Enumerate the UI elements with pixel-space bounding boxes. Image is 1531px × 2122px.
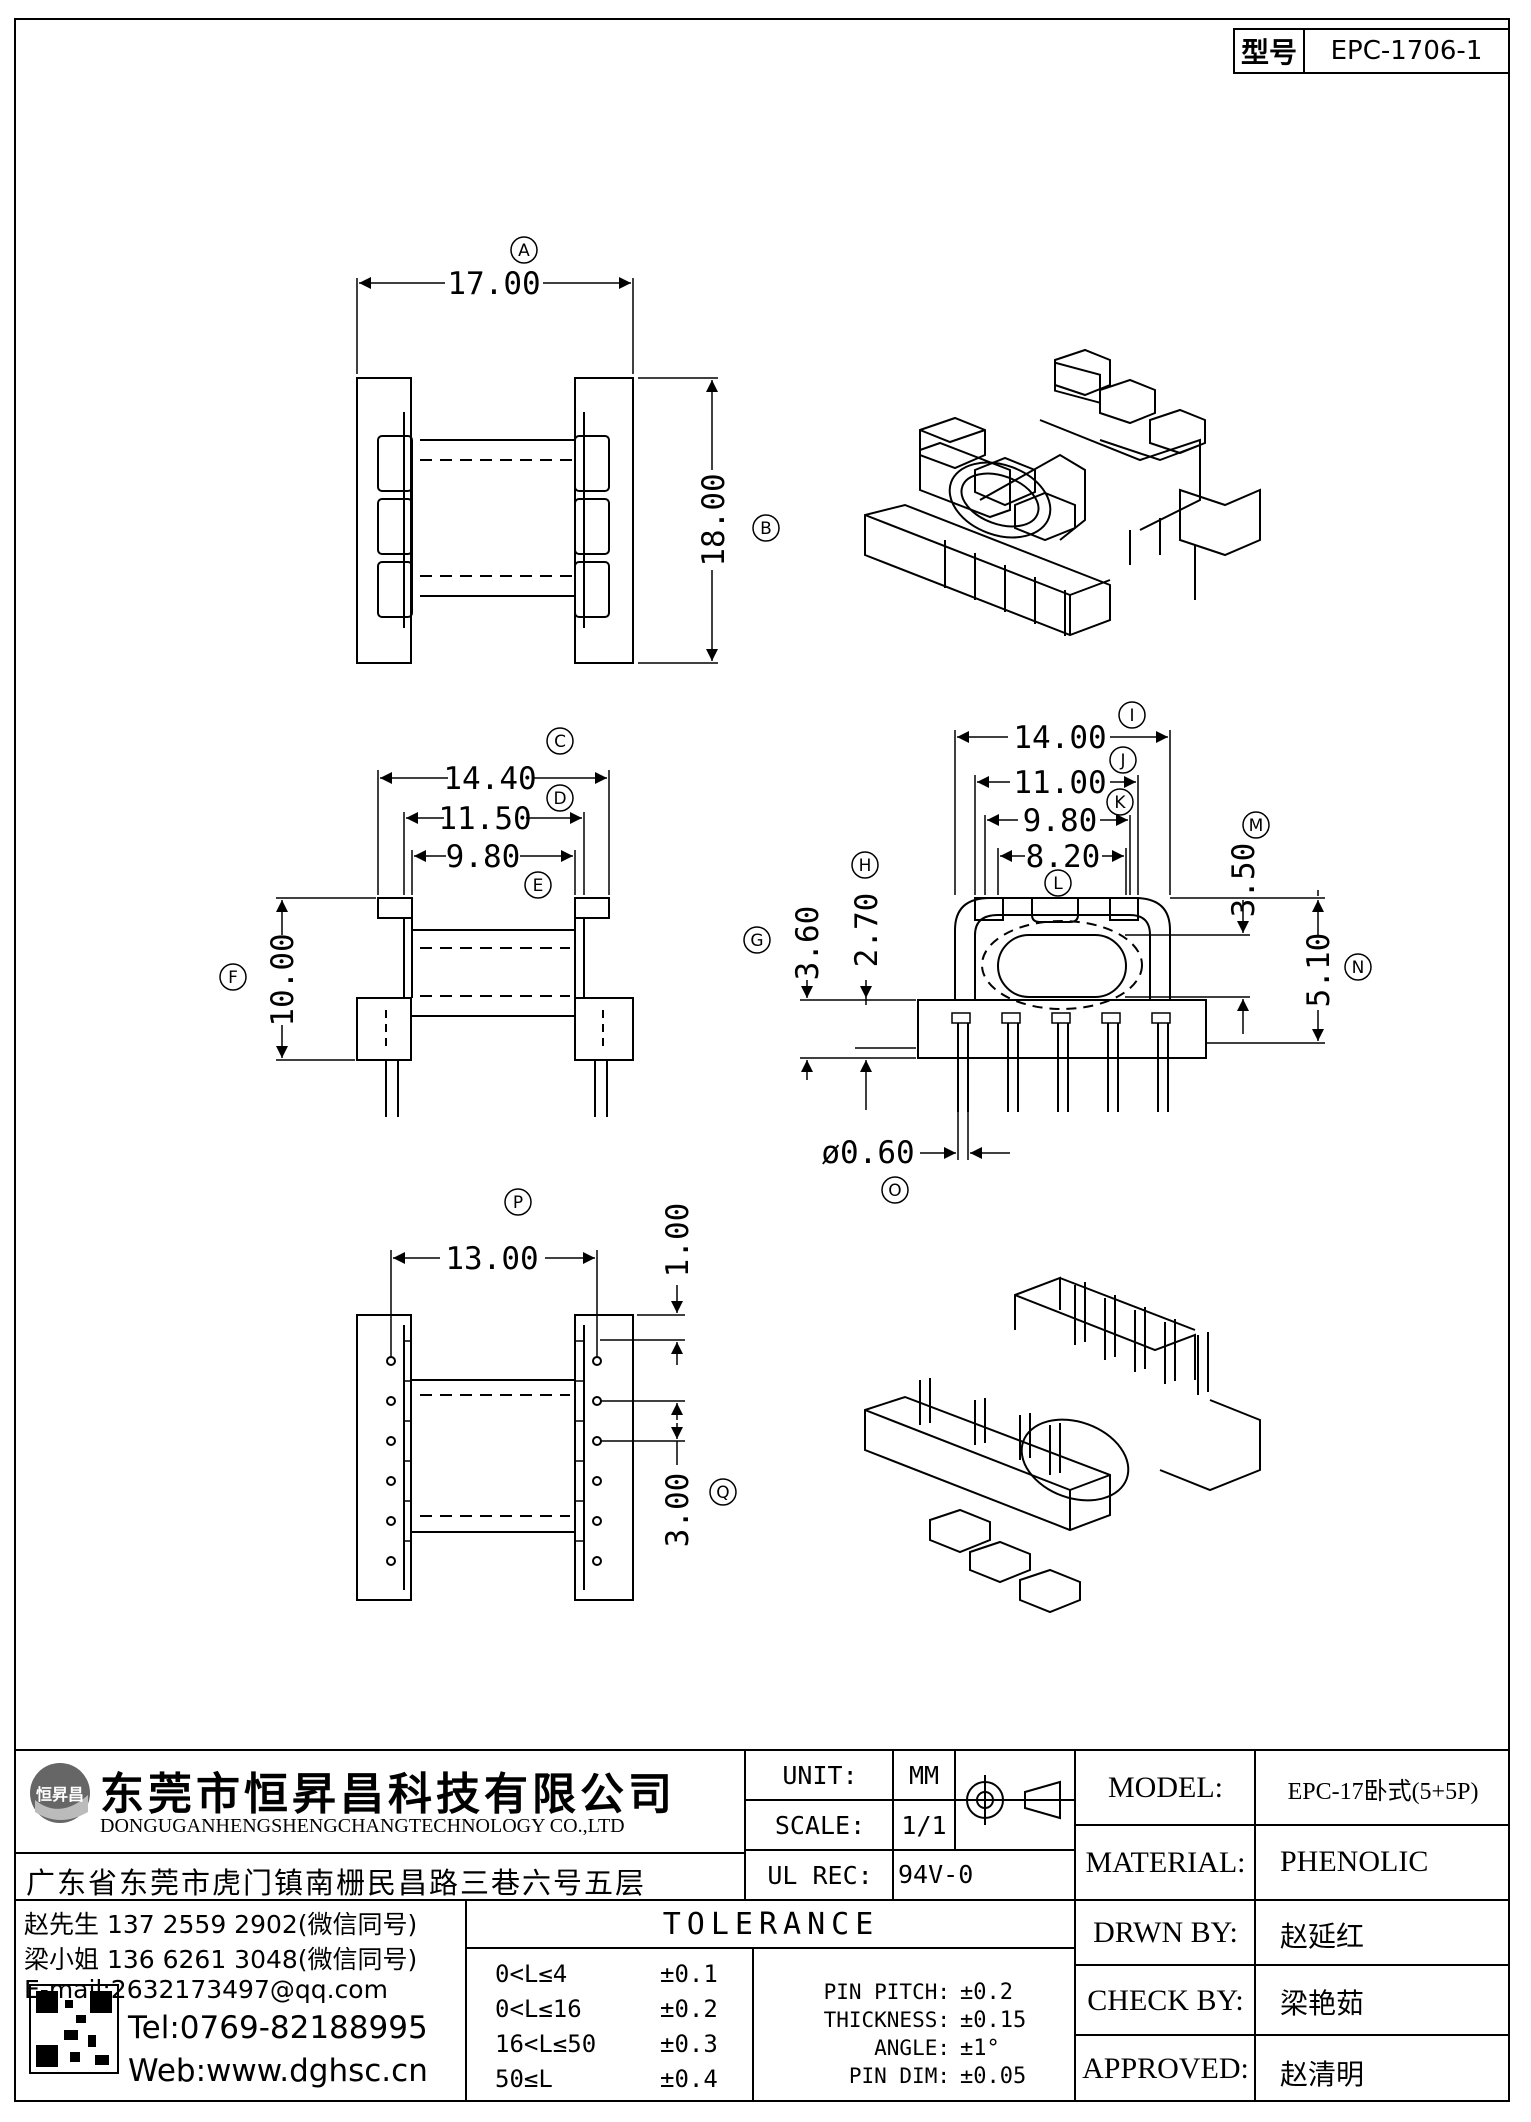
dim-h: 2.70 bbox=[849, 893, 885, 968]
dim-p: 13.00 bbox=[445, 1241, 538, 1277]
tol-value-2: ±0.2 bbox=[660, 1995, 718, 2023]
title-block-grid bbox=[14, 1749, 1510, 2102]
material-label: MATERIAL: bbox=[1085, 1846, 1246, 1879]
dim-l: 8.20 bbox=[1026, 839, 1101, 875]
spec-tol-4: ±0.05 bbox=[960, 2064, 1027, 2089]
dim-j: 11.00 bbox=[1013, 765, 1106, 801]
balloon-e: E bbox=[533, 876, 544, 896]
balloon-b: B bbox=[760, 519, 772, 539]
company-address: 广东省东莞市虎门镇南栅民昌路三巷六号五层 bbox=[26, 1866, 647, 1900]
dim-r: 1.00 bbox=[660, 1203, 696, 1278]
dim-c: 14.40 bbox=[443, 761, 536, 797]
balloon-q: Q bbox=[716, 1483, 729, 1503]
balloon-i: I bbox=[1129, 706, 1134, 726]
drawing-frame bbox=[14, 18, 1510, 2102]
dim-f: 10.00 bbox=[265, 933, 301, 1026]
website: Web:www.dghsc.cn bbox=[128, 2053, 428, 2089]
tol-range-2: 0<L≤16 bbox=[495, 1995, 582, 2023]
company-logo bbox=[30, 1763, 90, 1823]
spec-tol-2: ±0.15 bbox=[960, 2008, 1027, 2033]
logo-text: 恒昇昌 bbox=[35, 1787, 84, 1804]
bottom-view bbox=[356, 1250, 685, 1601]
spec-tol-3: ±1° bbox=[960, 2036, 1000, 2061]
balloon-g: G bbox=[750, 931, 763, 951]
tol-value-1: ±0.1 bbox=[660, 1960, 718, 1988]
drawn-by-value: 赵延红 bbox=[1280, 1920, 1365, 1953]
spec-name-3: ANGLE: bbox=[874, 2036, 950, 2060]
tol-range-3: 16<L≤50 bbox=[495, 2030, 597, 2058]
model-label: MODEL: bbox=[1108, 1771, 1223, 1804]
front-view bbox=[276, 770, 634, 1117]
tol-value-3: ±0.3 bbox=[660, 2030, 718, 2058]
model-no-label: 型号 bbox=[1233, 28, 1305, 74]
dim-n: 5.10 bbox=[1301, 933, 1337, 1008]
balloon-f: F bbox=[228, 968, 238, 988]
dim-e: 9.80 bbox=[446, 839, 521, 875]
dim-i: 14.00 bbox=[1013, 720, 1106, 756]
email: E-mail:2632173497@qq.com bbox=[24, 1975, 388, 2004]
balloons bbox=[219, 236, 1372, 1506]
dimension-labels: 17.00 18.00 14.40 11.50 9.80 10.00 3.60 … bbox=[265, 266, 1337, 1547]
balloon-h: H bbox=[859, 856, 872, 876]
balloon-o: O bbox=[888, 1181, 901, 1201]
scale-value: 1/1 bbox=[901, 1811, 947, 1840]
side-view bbox=[800, 730, 1325, 1160]
balloon-l: L bbox=[1053, 874, 1063, 894]
company-name-en: DONGUGANHENGSHENGCHANGTECHNOLOGY CO.,LTD bbox=[100, 1815, 625, 1837]
balloon-k: K bbox=[1114, 793, 1126, 813]
iso-view-bottom bbox=[864, 1276, 1261, 1614]
dim-g: 3.60 bbox=[790, 906, 826, 981]
iso-view-top bbox=[864, 348, 1261, 637]
contact-2: 梁小姐 136 6261 3048(微信同号) bbox=[24, 1945, 418, 1974]
ulrec-label: UL REC: bbox=[767, 1860, 873, 1890]
check-by-value: 梁艳茹 bbox=[1280, 1987, 1365, 2020]
unit-value: MM bbox=[908, 1761, 940, 1790]
balloon-n: N bbox=[1352, 958, 1365, 978]
unit-label: UNIT: bbox=[782, 1761, 858, 1790]
balloon-j: J bbox=[1119, 751, 1125, 771]
balloon-c: C bbox=[554, 732, 566, 752]
spec-name-4: PIN DIM: bbox=[848, 2064, 950, 2088]
projection-symbol-icon bbox=[960, 1775, 1061, 1825]
spec-name-2: THICKNESS: bbox=[823, 2008, 950, 2032]
spec-tol-1: ±0.2 bbox=[960, 1980, 1013, 2005]
spec-name-1: PIN PITCH: bbox=[823, 1980, 950, 2004]
dim-q: 3.00 bbox=[660, 1473, 696, 1548]
dim-b: 18.00 bbox=[696, 473, 732, 566]
company-name-cn: 东莞市恒昇昌科技有限公司 bbox=[100, 1769, 676, 1820]
scale-label: SCALE: bbox=[774, 1811, 866, 1840]
dim-a: 17.00 bbox=[447, 266, 540, 302]
tol-value-4: ±0.4 bbox=[660, 2065, 718, 2093]
qr-code-icon bbox=[29, 1984, 119, 2074]
dim-d: 11.50 bbox=[438, 801, 531, 837]
balloon-d: D bbox=[553, 789, 566, 809]
tolerance-title: TOLERANCE bbox=[662, 1907, 880, 1942]
drawn-by-label: DRWN BY: bbox=[1093, 1916, 1238, 1949]
dim-o: ø0.60 bbox=[821, 1135, 914, 1171]
balloon-p: P bbox=[513, 1193, 523, 1213]
approved-label: APPROVED: bbox=[1082, 2052, 1249, 2085]
material-value: PHENOLIC bbox=[1280, 1845, 1429, 1878]
tol-range-4: 50≤L bbox=[495, 2065, 553, 2093]
dim-k: 9.80 bbox=[1023, 803, 1098, 839]
model-value: EPC-17卧式(5+5P) bbox=[1287, 1778, 1479, 1805]
ulrec-value: 94V-0 bbox=[898, 1860, 974, 1889]
contact-1: 赵先生 137 2559 2902(微信同号) bbox=[24, 1910, 418, 1939]
telephone: Tel:0769-82188995 bbox=[128, 2010, 428, 2046]
check-by-label: CHECK BY: bbox=[1087, 1983, 1244, 2017]
model-no-value: EPC-1706-1 bbox=[1303, 28, 1508, 74]
approved-value: 赵清明 bbox=[1280, 2058, 1365, 2091]
balloon-letters: A B C D E F G H I J K L M N O P Q bbox=[228, 241, 1364, 1503]
top-view bbox=[356, 277, 718, 664]
tol-range-1: 0<L≤4 bbox=[495, 1960, 568, 1988]
balloon-a: A bbox=[518, 241, 530, 261]
balloon-m: M bbox=[1249, 816, 1264, 836]
dim-m: 3.50 bbox=[1226, 843, 1262, 918]
